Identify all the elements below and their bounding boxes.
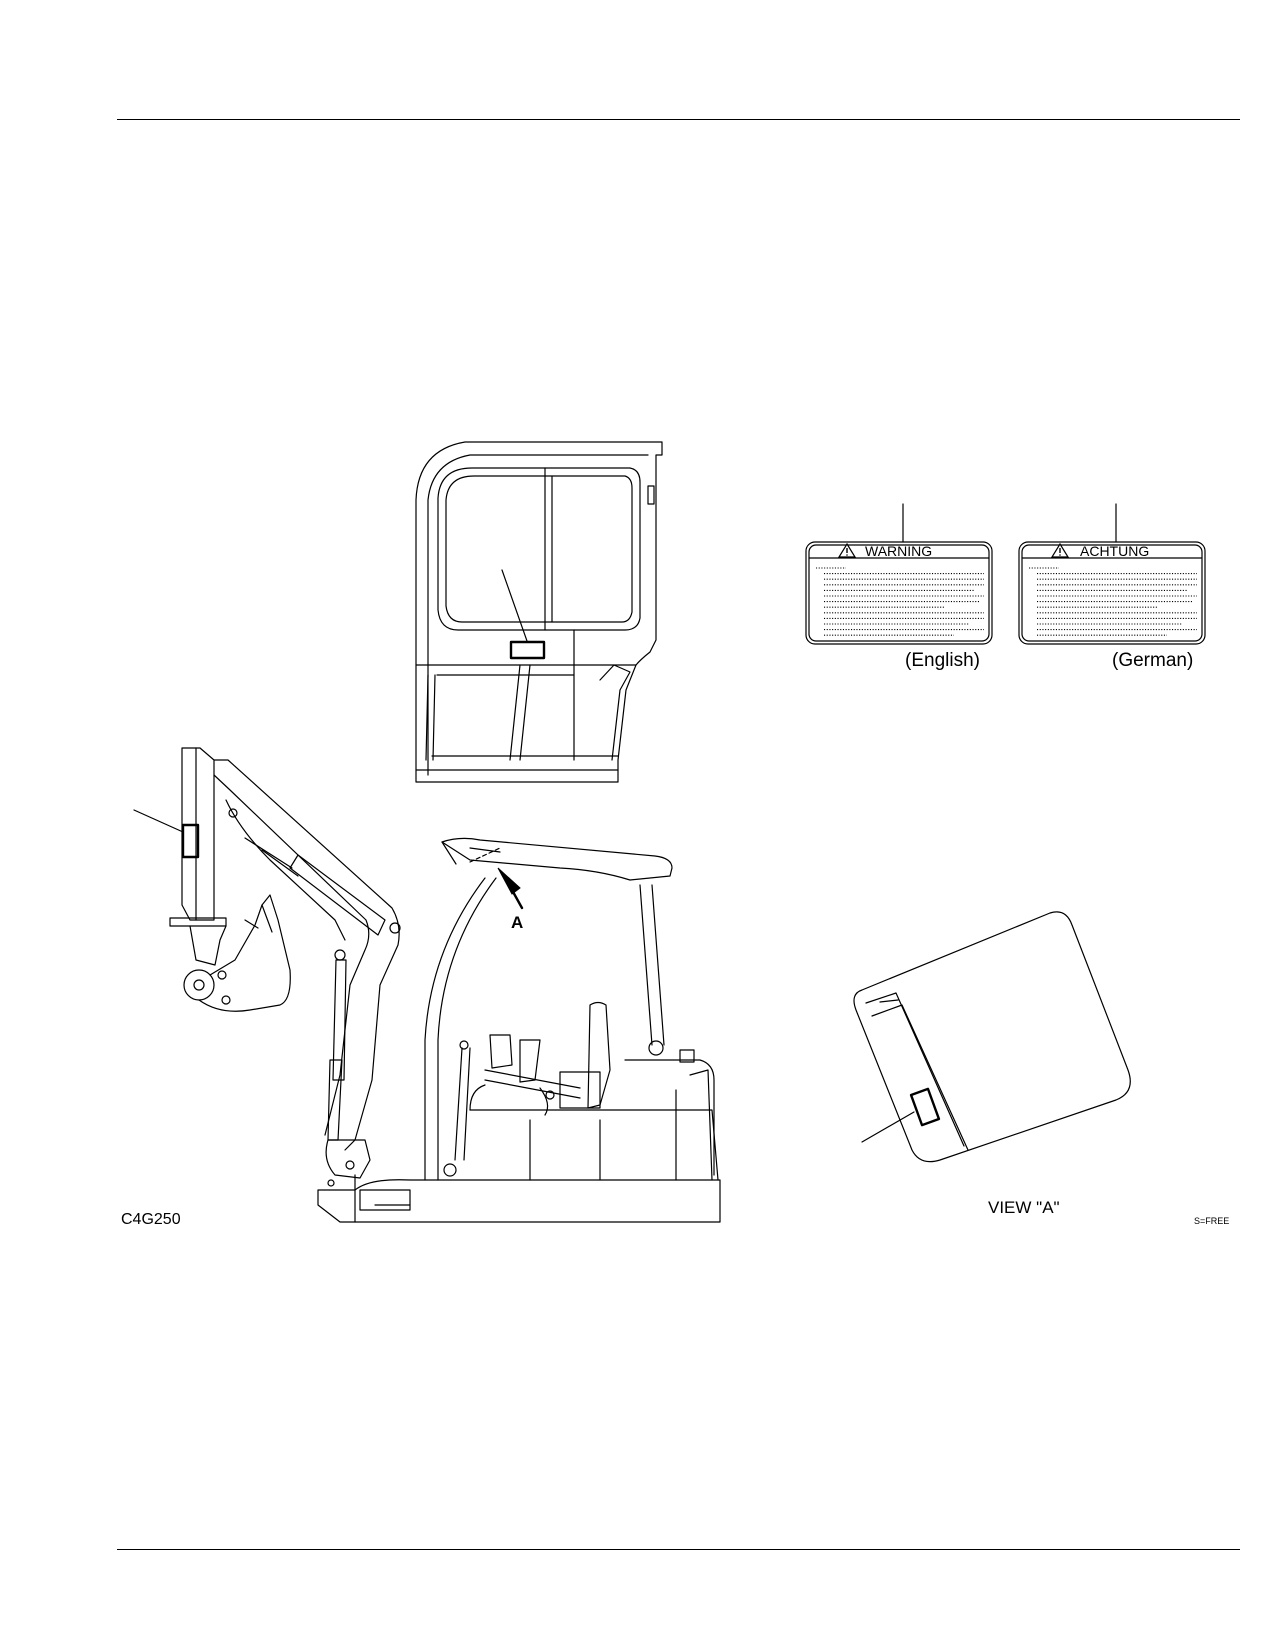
warning-triangle-icon [1050, 542, 1070, 558]
view-a-illustration [853, 911, 1131, 1163]
scale-note: S=FREE [1194, 1216, 1229, 1226]
page-footer-rule [117, 1549, 1240, 1550]
label-body-text-lines [816, 567, 984, 636]
warning-label-english: WARNING (English) [805, 503, 993, 671]
warning-heading: WARNING [865, 543, 932, 559]
view-arrow-label: A [511, 913, 523, 932]
excavator-illustration [133, 747, 721, 1223]
label-language-english: (English) [905, 650, 980, 671]
label-body-text-lines [1029, 567, 1197, 636]
warning-triangle-icon [837, 542, 857, 558]
view-caption: VIEW "A" [988, 1198, 1060, 1217]
figure-code: C4G250 [121, 1211, 181, 1228]
warning-label-german: ACHTUNG (German) [1018, 503, 1206, 671]
achtung-heading: ACHTUNG [1080, 543, 1149, 559]
label-language-german: (German) [1112, 650, 1193, 671]
page-header-rule [117, 119, 1240, 120]
cab-door-illustration [415, 441, 663, 783]
